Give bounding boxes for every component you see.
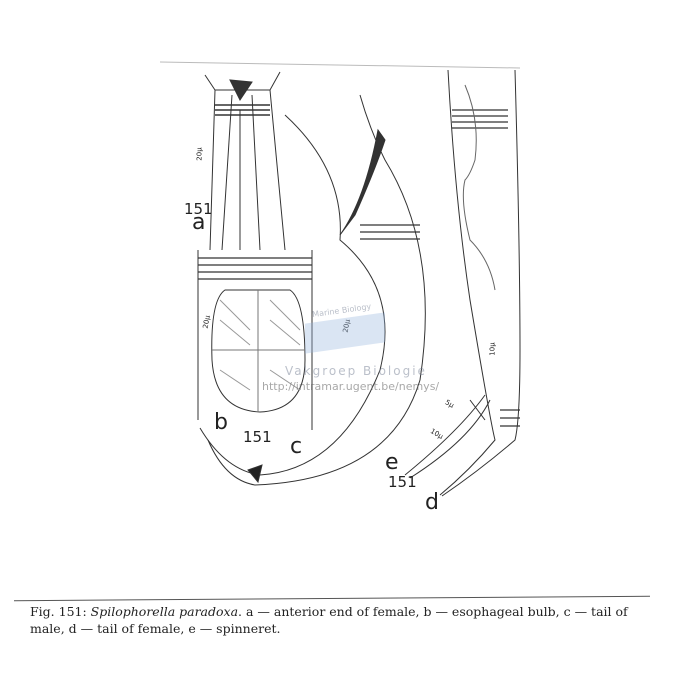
panel-d-drawing	[439, 69, 521, 497]
caption-species: Spilophorella paradoxa	[90, 604, 239, 619]
panel-label-a: a	[192, 210, 206, 235]
panel-label-d: d	[425, 490, 439, 515]
figure-caption: Fig. 151: Spilophorella paradoxa. a — an…	[30, 603, 650, 637]
scale-bar-a: 20µ	[195, 147, 204, 161]
panel-b-drawing	[197, 250, 313, 430]
caption-text: . a — anterior end of female, b — esopha…	[30, 604, 628, 636]
top-edge	[159, 61, 521, 69]
panel-label-e: e	[385, 450, 399, 475]
panel-e-drawing	[404, 394, 491, 479]
watermark-line2: Vakgroep Biologie	[285, 364, 427, 378]
figure-number-a: 151	[184, 200, 213, 218]
figure-number-e: 151	[388, 473, 417, 491]
panel-label-b: b	[214, 410, 228, 435]
figure-number-b: 151	[243, 428, 272, 446]
caption-prefix: Fig. 151:	[30, 604, 91, 619]
panel-a-drawing	[204, 71, 286, 251]
scale-bar-d: 10µ	[488, 342, 497, 356]
panel-label-c: c	[290, 434, 303, 459]
watermark-url: http://intramar.ugent.be/nemys/	[262, 380, 440, 393]
panel-c-drawing	[199, 94, 426, 486]
